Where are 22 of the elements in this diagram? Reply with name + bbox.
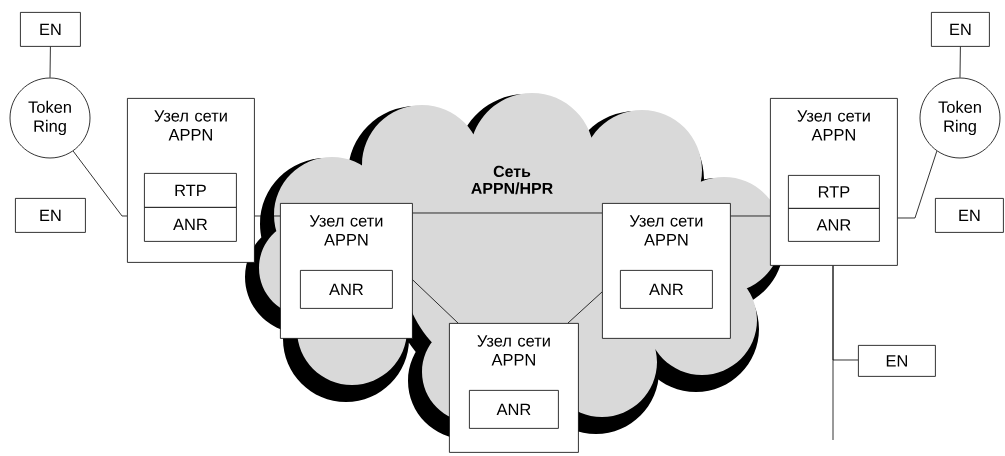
en-box: EN: [931, 12, 990, 47]
connection-line: [412, 279, 459, 324]
en-box: EN: [20, 12, 81, 47]
connection-line: [897, 150, 938, 219]
connection-line: [412, 212, 603, 214]
en-box: EN: [935, 198, 1004, 233]
connection-line: [49, 46, 51, 78]
protocol-box: ANR: [300, 270, 393, 309]
protocol-box: ANR: [144, 207, 237, 242]
en-box: EN: [858, 345, 936, 377]
connection-line: [730, 215, 771, 217]
connection-line: [72, 150, 128, 217]
connection-line: [959, 46, 961, 78]
connection-line: [254, 215, 281, 217]
protocol-box: ANR: [788, 208, 880, 242]
connection-line: [832, 265, 834, 441]
en-box: EN: [15, 198, 86, 233]
protocol-box: RTP: [788, 175, 880, 209]
protocol-box: ANR: [620, 270, 713, 309]
protocol-box: ANR: [469, 390, 559, 429]
protocol-box: RTP: [144, 173, 237, 208]
connection-line: [567, 291, 603, 324]
